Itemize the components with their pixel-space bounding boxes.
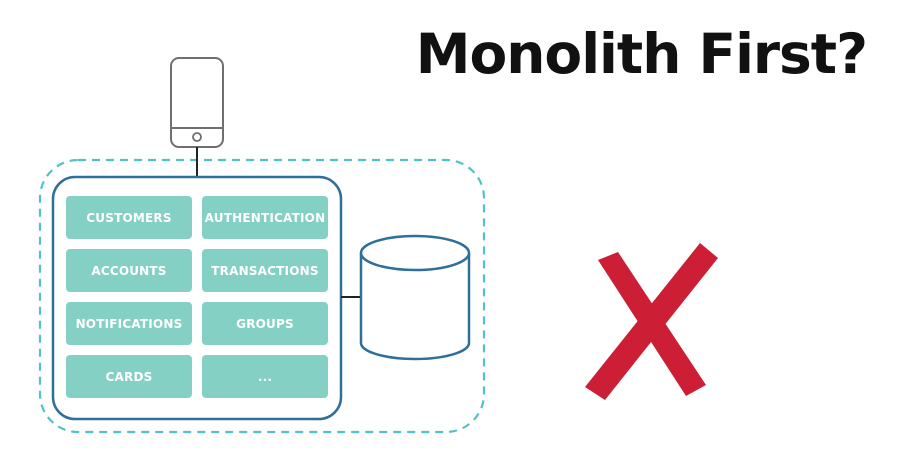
module-authentication: AUTHENTICATION [202,196,328,239]
module-more: ... [202,355,328,398]
cross-icon [585,243,718,400]
module-notifications: NOTIFICATIONS [66,302,192,345]
module-groups: GROUPS [202,302,328,345]
module-transactions: TRANSACTIONS [202,249,328,292]
module-cards: CARDS [66,355,192,398]
database-icon [359,234,471,361]
slide-title: Monolith First? [415,22,868,86]
dashed-boundary [38,158,486,434]
module-accounts: ACCOUNTS [66,249,192,292]
phone-icon [170,57,224,148]
module-customers: CUSTOMERS [66,196,192,239]
